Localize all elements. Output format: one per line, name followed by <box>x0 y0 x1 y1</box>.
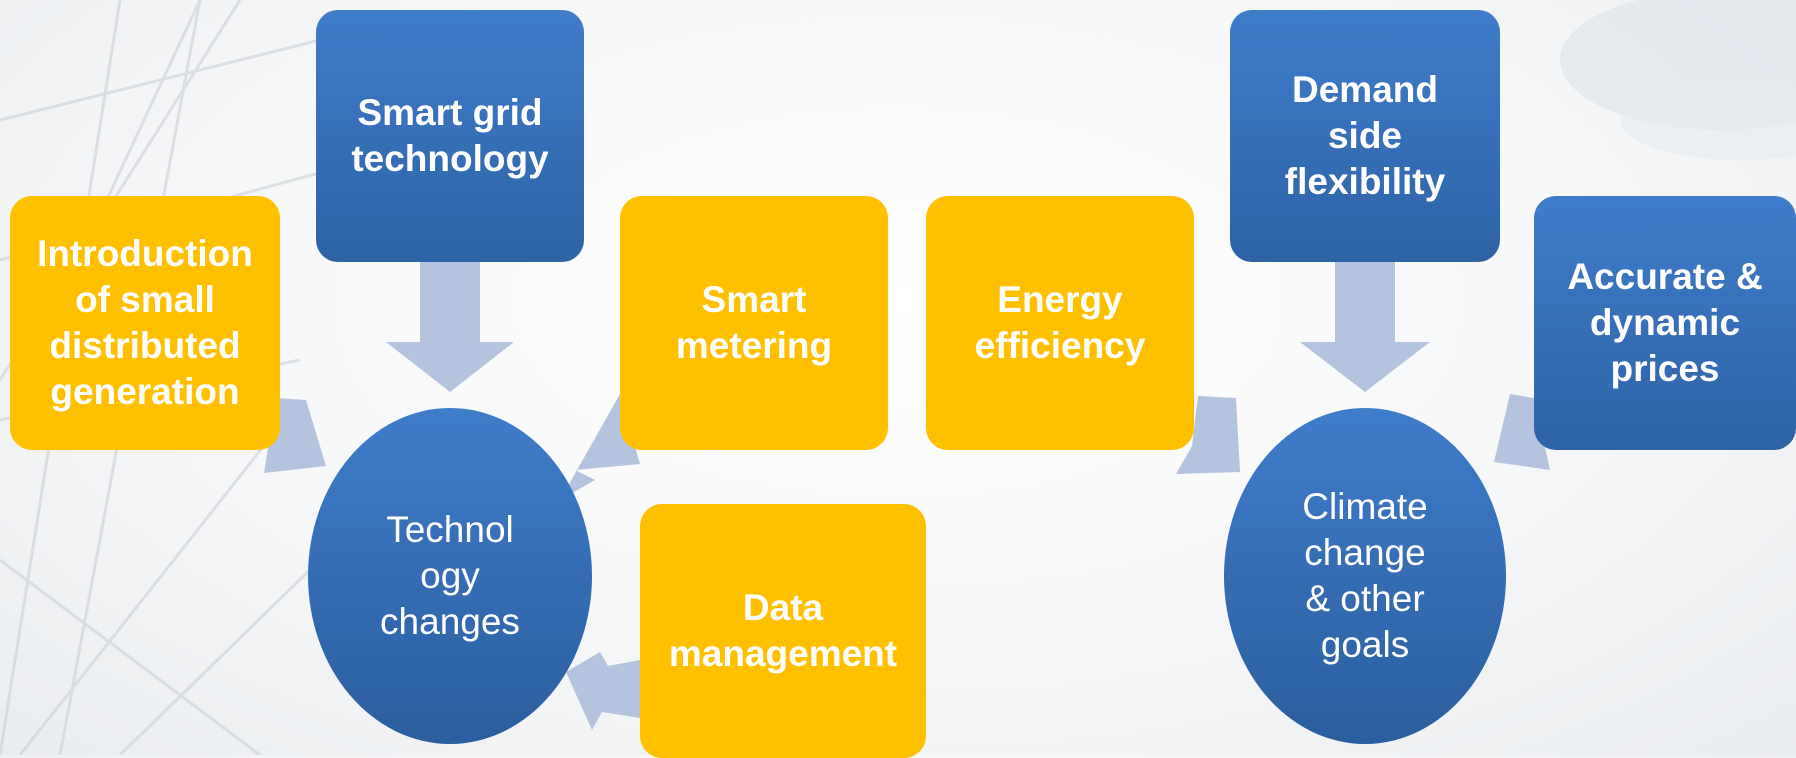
hub-technology-changes: Technol ogy changes <box>308 408 592 744</box>
hub-climate-label: Climate change & other goals <box>1302 486 1428 665</box>
node-introduction-small-generation: Introduction of small distributed genera… <box>10 196 280 450</box>
node-data-management-label: Data management <box>668 587 898 674</box>
node-introduction-label: Introduction of small distributed genera… <box>37 233 253 412</box>
node-smart-grid-label: Smart grid technology <box>351 92 549 179</box>
node-accurate-prices-label: Accurate & dynamic prices <box>1567 256 1763 389</box>
hub-technology-label: Technol ogy changes <box>380 509 520 642</box>
node-energy-efficiency: Energy efficiency <box>926 196 1194 450</box>
arrow-data-management <box>566 652 640 730</box>
arrow-demand-side <box>1300 262 1430 392</box>
node-demand-side-label: Demand side flexibility <box>1284 69 1446 202</box>
node-smart-metering-label: Smart metering <box>675 279 833 366</box>
node-demand-side-flexibility: Demand side flexibility <box>1230 10 1500 262</box>
node-energy-efficiency-label: Energy efficiency <box>974 279 1146 366</box>
node-data-management: Data management <box>640 504 926 758</box>
node-smart-metering: Smart metering <box>620 196 888 450</box>
hub-climate-change: Climate change & other goals <box>1224 408 1506 744</box>
arrow-smart-grid <box>386 262 514 392</box>
arrow-energy-efficiency <box>1176 396 1240 474</box>
node-smart-grid-technology: Smart grid technology <box>316 10 584 262</box>
node-accurate-dynamic-prices: Accurate & dynamic prices <box>1534 196 1796 450</box>
